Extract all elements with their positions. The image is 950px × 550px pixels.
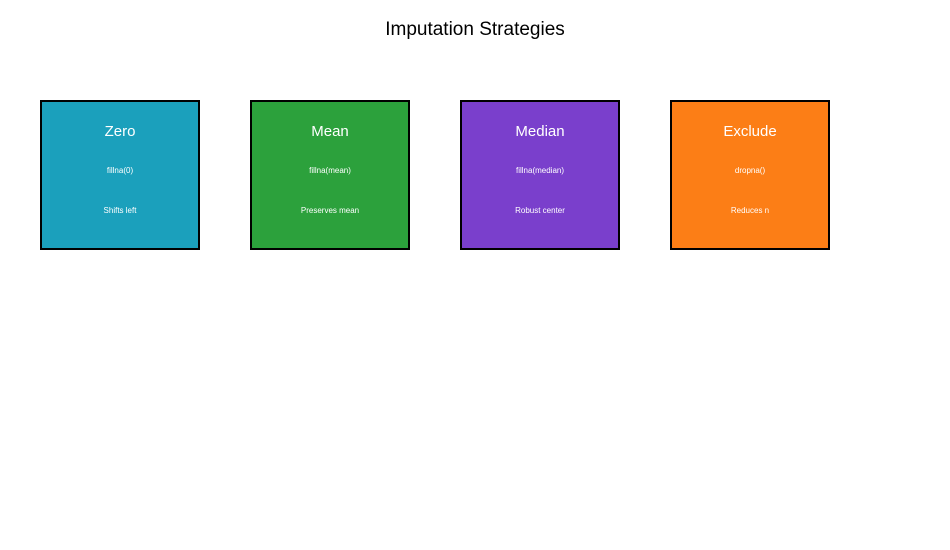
strategy-card-exclude: Exclude dropna() Reduces n [670,100,830,250]
strategy-card-title: Exclude [723,123,777,140]
strategy-card-title: Zero [104,123,136,140]
strategy-card-zero: Zero fillna(0) Shifts left [40,100,200,250]
strategy-card-mean: Mean fillna(mean) Preserves mean [250,100,410,250]
strategy-card-title: Mean [311,123,349,140]
strategy-card-effect: Shifts left [103,206,137,215]
strategy-card-effect: Reduces n [730,206,770,215]
strategy-card-code: fillna(0) [106,166,134,175]
strategy-card-effect: Robust center [515,206,565,215]
strategy-card-median: Median fillna(median) Robust center [460,100,620,250]
strategy-card-code: fillna(mean) [309,166,351,175]
strategy-card-code: dropna() [734,166,766,175]
page-title: Imputation Strategies [385,19,565,40]
strategy-card-title: Median [515,123,565,140]
strategy-card-code: fillna(median) [515,166,565,175]
strategy-card-effect: Preserves mean [300,206,360,215]
